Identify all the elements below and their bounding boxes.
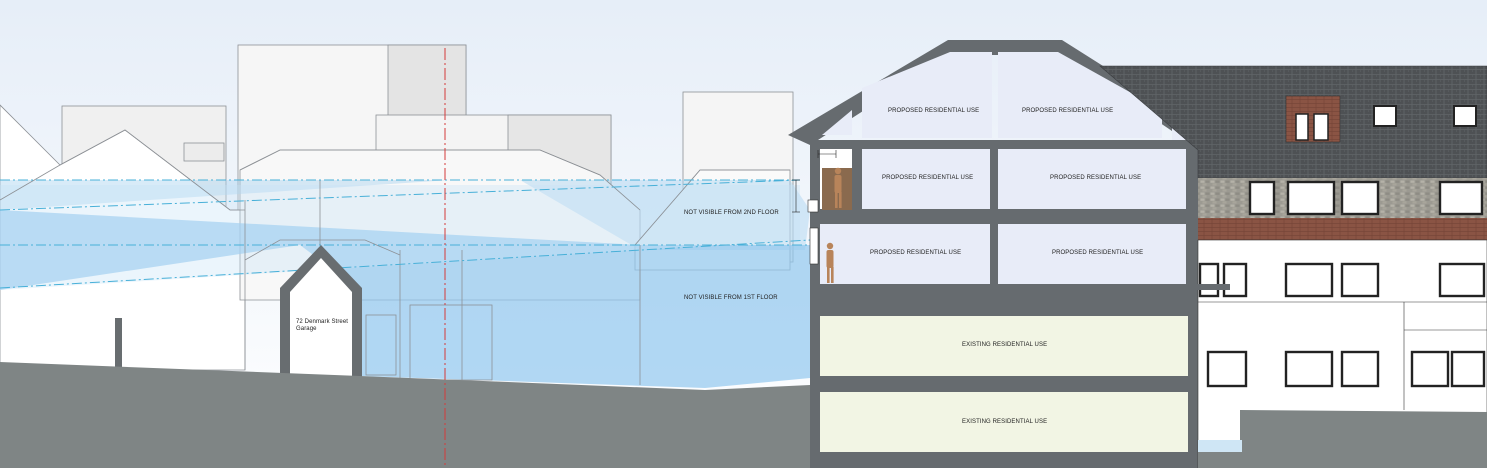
balustrade <box>807 199 819 213</box>
first-floor-window <box>809 227 819 265</box>
label-existing-upper: EXISTING RESIDENTIAL USE <box>962 342 1047 348</box>
sightline-zones <box>0 180 810 388</box>
human-figure-2nd-floor <box>834 167 842 208</box>
human-figure-1st-floor <box>826 242 834 283</box>
neighbour-ground <box>1198 410 1487 468</box>
attic-eaves-void-left <box>822 110 852 135</box>
attic-room-right <box>998 52 1162 138</box>
lower-windows <box>1206 350 1486 388</box>
label-proposed-attic-left: PROPOSED RESIDENTIAL USE <box>888 108 979 114</box>
upper-windows <box>1248 180 1484 216</box>
label-proposed-attic-right: PROPOSED RESIDENTIAL USE <box>1022 108 1113 114</box>
neighbour-brick-band <box>1198 218 1487 240</box>
sightline-1st-floor-down <box>0 239 811 289</box>
garage-label-line1: 72 Denmark Street <box>296 319 348 325</box>
roof-window-2 <box>1453 105 1477 127</box>
dimension-marks <box>792 150 837 213</box>
first-floor-room-right <box>998 224 1186 284</box>
proposed-building-section: PROPOSED RESIDENTIAL USE PROPOSED RESIDE… <box>788 40 1212 468</box>
label-proposed-1st-left: PROPOSED RESIDENTIAL USE <box>870 250 961 256</box>
low-wall <box>115 318 122 370</box>
sight-lines <box>0 179 811 289</box>
second-floor-room-right <box>998 149 1186 209</box>
label-existing-lower: EXISTING RESIDENTIAL USE <box>962 419 1047 425</box>
middle-windows <box>1198 262 1486 298</box>
attic-room-left <box>862 52 992 138</box>
ground <box>0 362 810 468</box>
garage-interior <box>290 258 352 376</box>
label-not-visible-1st-floor: NOT VISIBLE FROM 1ST FLOOR <box>684 295 778 301</box>
zone-not-visible-1st-floor <box>0 210 810 388</box>
neighbour-elevation <box>1099 65 1487 468</box>
chimney <box>183 142 225 162</box>
zone-upper-wash <box>0 185 800 290</box>
garage-72-denmark-street: 72 Denmark Street Garage <box>115 245 362 378</box>
existing-lower-room <box>820 392 1188 452</box>
first-floor-room-left <box>820 224 990 284</box>
zone-not-visible-2nd-floor <box>0 180 810 250</box>
dormer <box>1285 95 1341 143</box>
label-proposed-2nd-right: PROPOSED RESIDENTIAL USE <box>1050 175 1141 181</box>
roof-window-1 <box>1373 105 1397 127</box>
existing-upper-room <box>820 316 1188 376</box>
sightline-2nd-floor-down <box>0 179 801 211</box>
label-proposed-1st-right: PROPOSED RESIDENTIAL USE <box>1052 250 1143 256</box>
garage-label-line2: Garage <box>296 326 317 332</box>
label-proposed-2nd-left: PROPOSED RESIDENTIAL USE <box>882 175 973 181</box>
label-not-visible-2nd-floor: NOT VISIBLE FROM 2ND FLOOR <box>684 210 779 216</box>
second-floor-room-left <box>862 149 990 209</box>
